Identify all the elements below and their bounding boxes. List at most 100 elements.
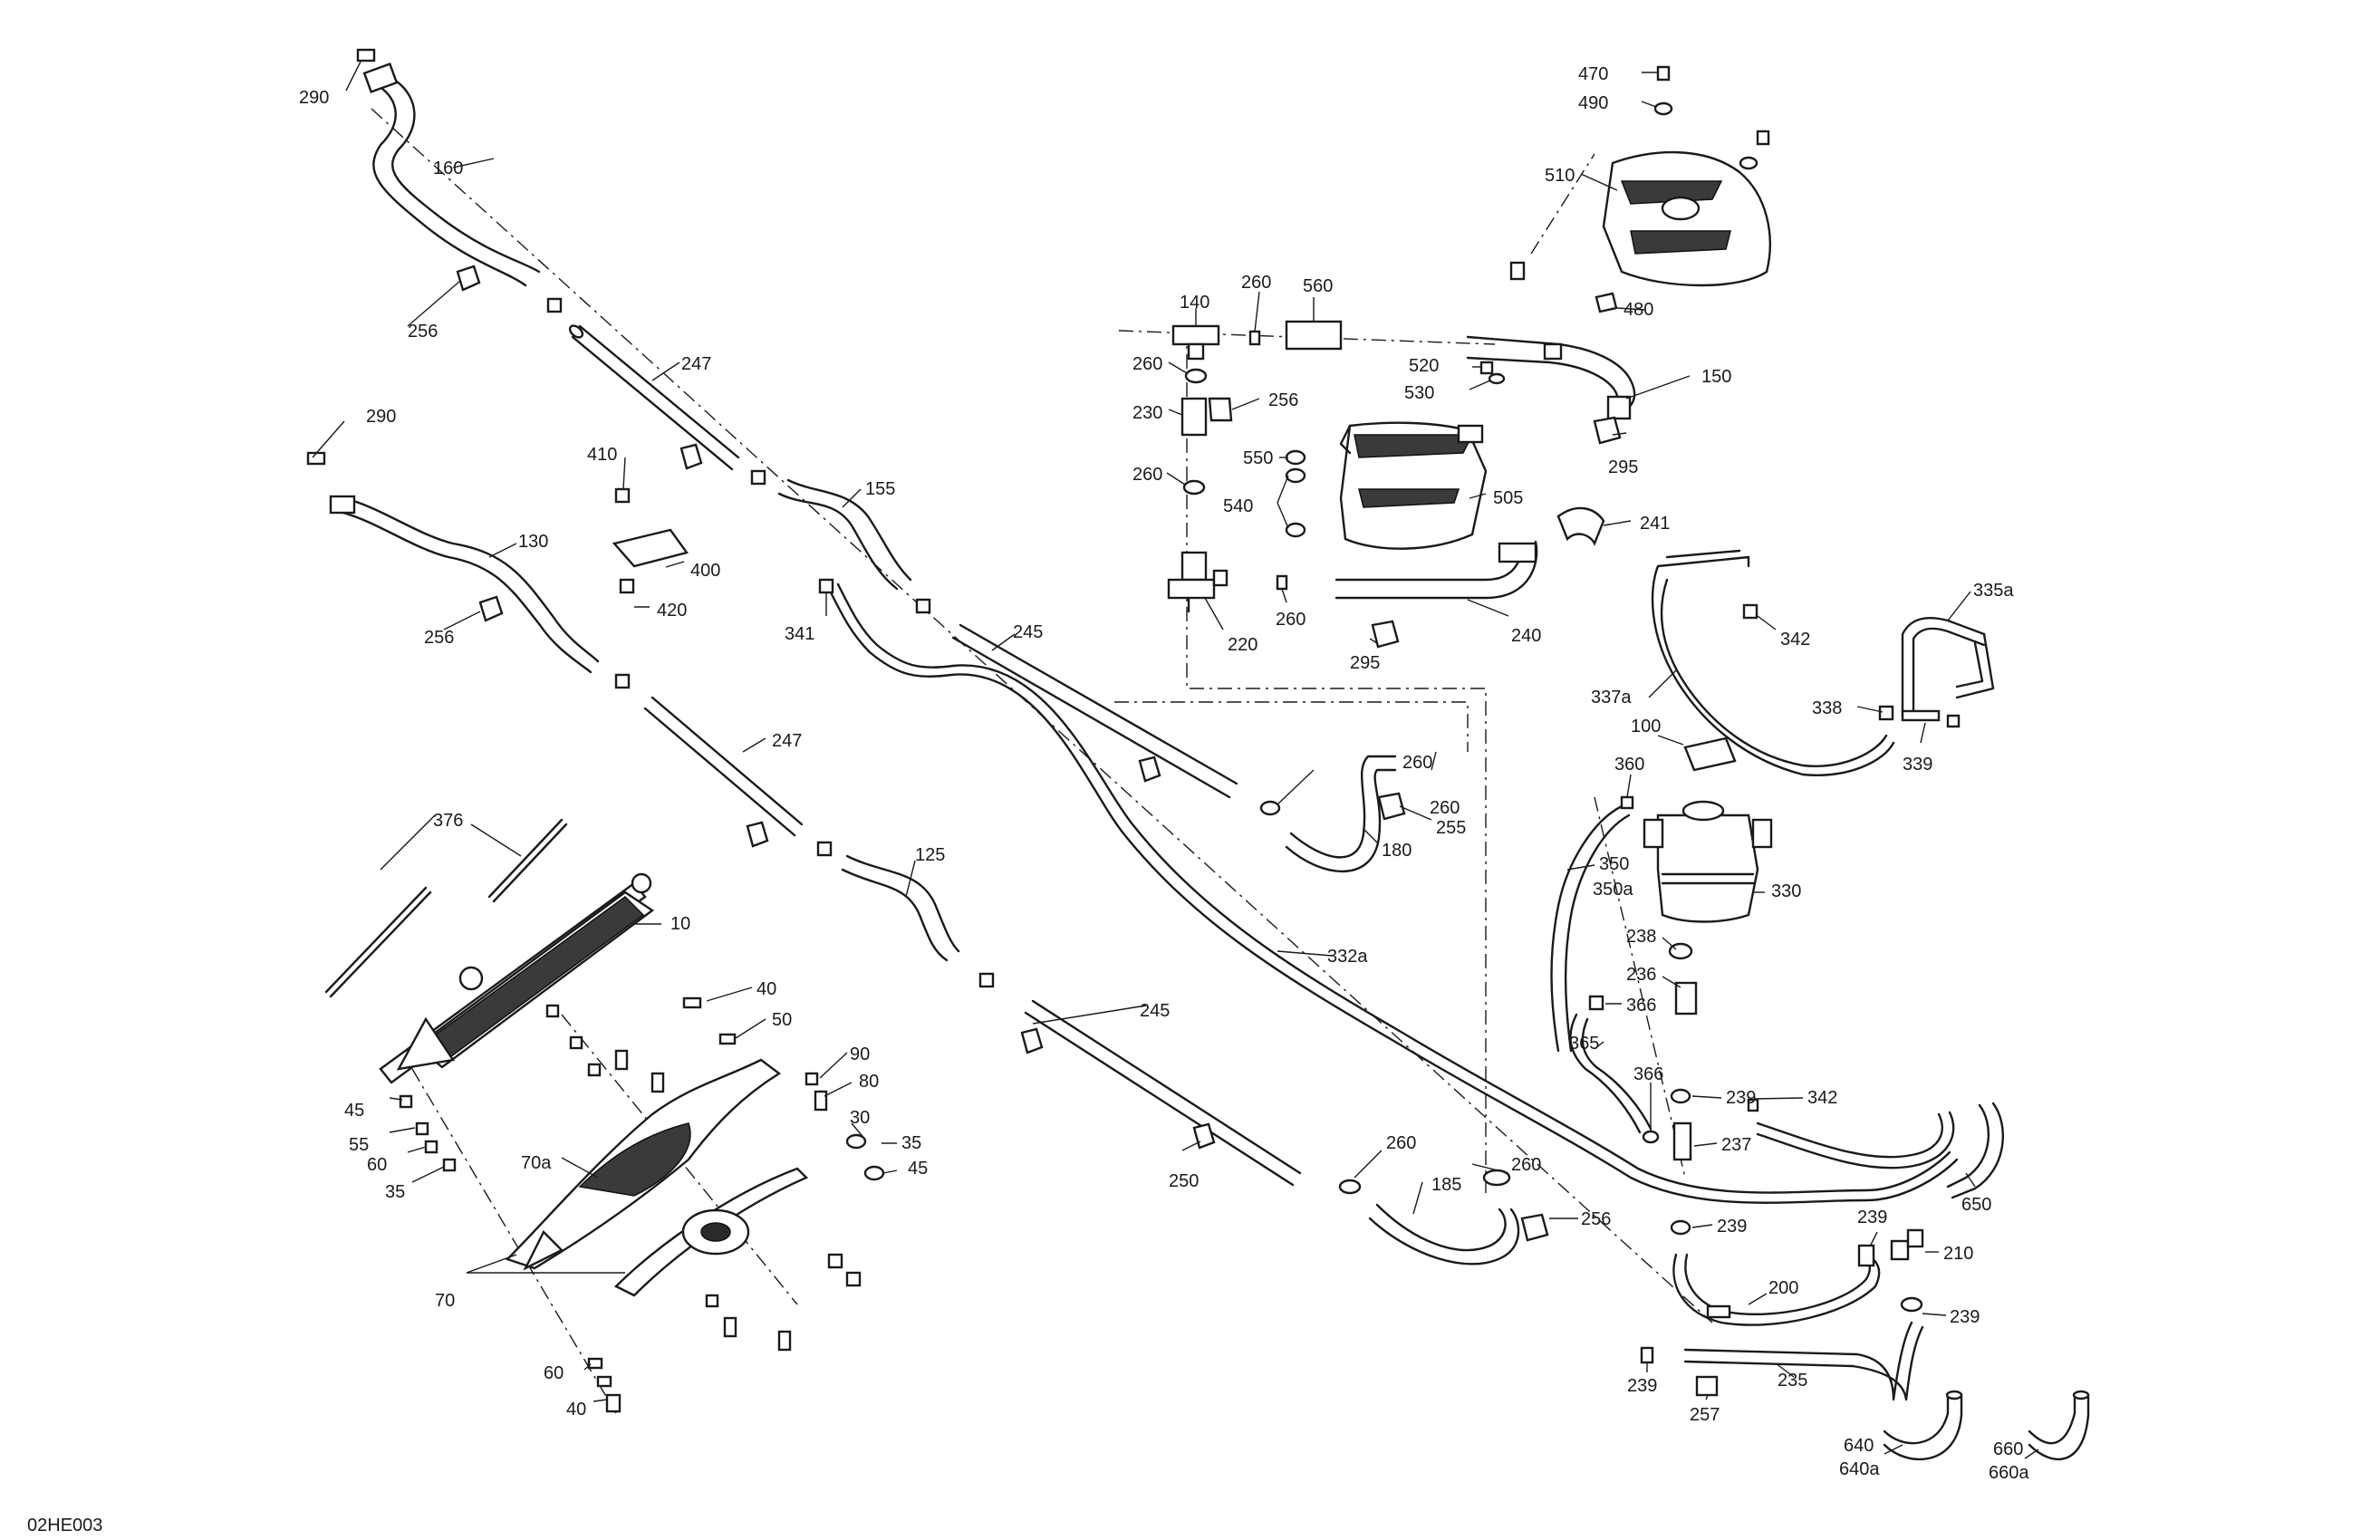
callout-35: 35 [901, 1133, 921, 1153]
callout-140: 140 [1180, 293, 1209, 313]
callout-256: 256 [424, 628, 454, 648]
callout-480: 480 [1624, 300, 1653, 320]
callout-260: 260 [1132, 465, 1162, 485]
callout-155: 155 [865, 479, 895, 499]
reservoir-505 [1339, 421, 1488, 550]
callout-260: 260 [1132, 354, 1162, 374]
callout-260: 260 [1402, 753, 1432, 773]
clamp-295-low [1371, 620, 1400, 649]
diagram-id: 02HE003 [27, 1516, 102, 1535]
clamp-239-e [1640, 1346, 1654, 1364]
callout-230: 230 [1132, 403, 1162, 423]
hose-241 [1556, 506, 1605, 546]
radiator-10 [379, 872, 655, 1084]
fan-70 [613, 1167, 809, 1297]
callout-338: 338 [1812, 698, 1842, 718]
hose-560 [1285, 320, 1343, 351]
callout-80: 80 [859, 1072, 879, 1092]
radiator-axis-left [411, 1068, 617, 1414]
callout-290: 290 [299, 88, 329, 108]
callout-290: 290 [366, 407, 396, 427]
vertical-axis-line [1186, 326, 1487, 1196]
hose-185 [1368, 1203, 1520, 1266]
callout-238: 238 [1626, 927, 1656, 947]
clamp-360 [1620, 795, 1634, 810]
bracket-400 [612, 487, 689, 594]
callout-360: 360 [1614, 755, 1644, 775]
callout-330: 330 [1771, 881, 1801, 901]
hose-236 [1674, 981, 1698, 1015]
fitting-237 [1672, 1121, 1692, 1161]
clamp-247-mid [746, 821, 769, 848]
rod-376-a [324, 886, 428, 994]
washer-530 [1488, 372, 1506, 385]
hose-160 [362, 62, 541, 287]
callout-239: 239 [1726, 1088, 1756, 1108]
clamp-290-mid [306, 451, 326, 466]
valve-220 [1167, 551, 1229, 613]
callout-295: 295 [1608, 457, 1638, 477]
clamp-238 [1668, 942, 1693, 960]
callout-341: 341 [785, 624, 814, 644]
clamp-338 [1878, 705, 1894, 721]
clamp-257 [1695, 1375, 1719, 1397]
bolt-520 [1479, 361, 1494, 375]
pipe-247-top [568, 324, 740, 471]
callout-295: 295 [1350, 653, 1380, 673]
hose-130 [329, 495, 600, 674]
clamp-239-d [1900, 1296, 1923, 1313]
hose-337a [1651, 549, 1895, 776]
callout-45: 45 [344, 1101, 364, 1121]
callout-342: 342 [1807, 1088, 1837, 1108]
clamp-260-mid [1259, 800, 1281, 816]
clamp-480 [1595, 292, 1618, 313]
callout-366: 366 [1633, 1064, 1663, 1084]
fitting-339 [1901, 709, 1961, 728]
cap-100 [1683, 736, 1737, 772]
callout-490: 490 [1578, 93, 1608, 113]
callout-410: 410 [587, 445, 617, 465]
callout-220: 220 [1228, 635, 1257, 655]
clamp-small-e [816, 841, 833, 857]
pipe-247-mid [643, 696, 804, 837]
hose-235 [1683, 1321, 1924, 1401]
hose-230 [1180, 397, 1208, 437]
callout-257: 257 [1690, 1405, 1720, 1425]
clamp-239-c [1857, 1244, 1875, 1267]
clamp-250 [1192, 1122, 1216, 1150]
callout-640: 640 [1844, 1436, 1874, 1456]
callout-239: 239 [1950, 1307, 1980, 1327]
callout-560: 560 [1303, 276, 1333, 296]
hose-180 [1285, 755, 1397, 873]
callout-40: 40 [756, 979, 776, 999]
callout-237: 237 [1721, 1135, 1751, 1155]
washer-top [1739, 156, 1759, 170]
callout-376: 376 [433, 811, 463, 831]
callout-260: 260 [1511, 1155, 1541, 1175]
pipe-245-low [1024, 999, 1302, 1187]
fitting-341 [818, 578, 834, 594]
hose-650 [1946, 1102, 2004, 1199]
clamp-342-top [1742, 603, 1759, 620]
clamp-295-top [1593, 416, 1622, 445]
callout-60: 60 [367, 1155, 387, 1175]
fitting-210 [1890, 1228, 1924, 1261]
callout-400: 400 [690, 561, 720, 581]
bolt-470 [1656, 65, 1671, 82]
callout-650: 650 [1961, 1195, 1991, 1215]
callout-550: 550 [1243, 448, 1273, 468]
clamp-256-mid [478, 595, 504, 622]
callout-60: 60 [544, 1363, 564, 1383]
callout-50: 50 [772, 1010, 792, 1030]
rod-376-b [487, 818, 564, 899]
callout-245: 245 [1013, 622, 1043, 642]
callout-260: 260 [1241, 273, 1271, 293]
clamp-small-c [915, 598, 931, 614]
fitting-366-low [1642, 1130, 1660, 1144]
callout-10: 10 [670, 914, 690, 934]
clamp-255 [1377, 792, 1406, 821]
callout-210: 210 [1943, 1244, 1973, 1264]
fitting-510 [1509, 261, 1526, 281]
clamp-239-a [1670, 1088, 1691, 1104]
